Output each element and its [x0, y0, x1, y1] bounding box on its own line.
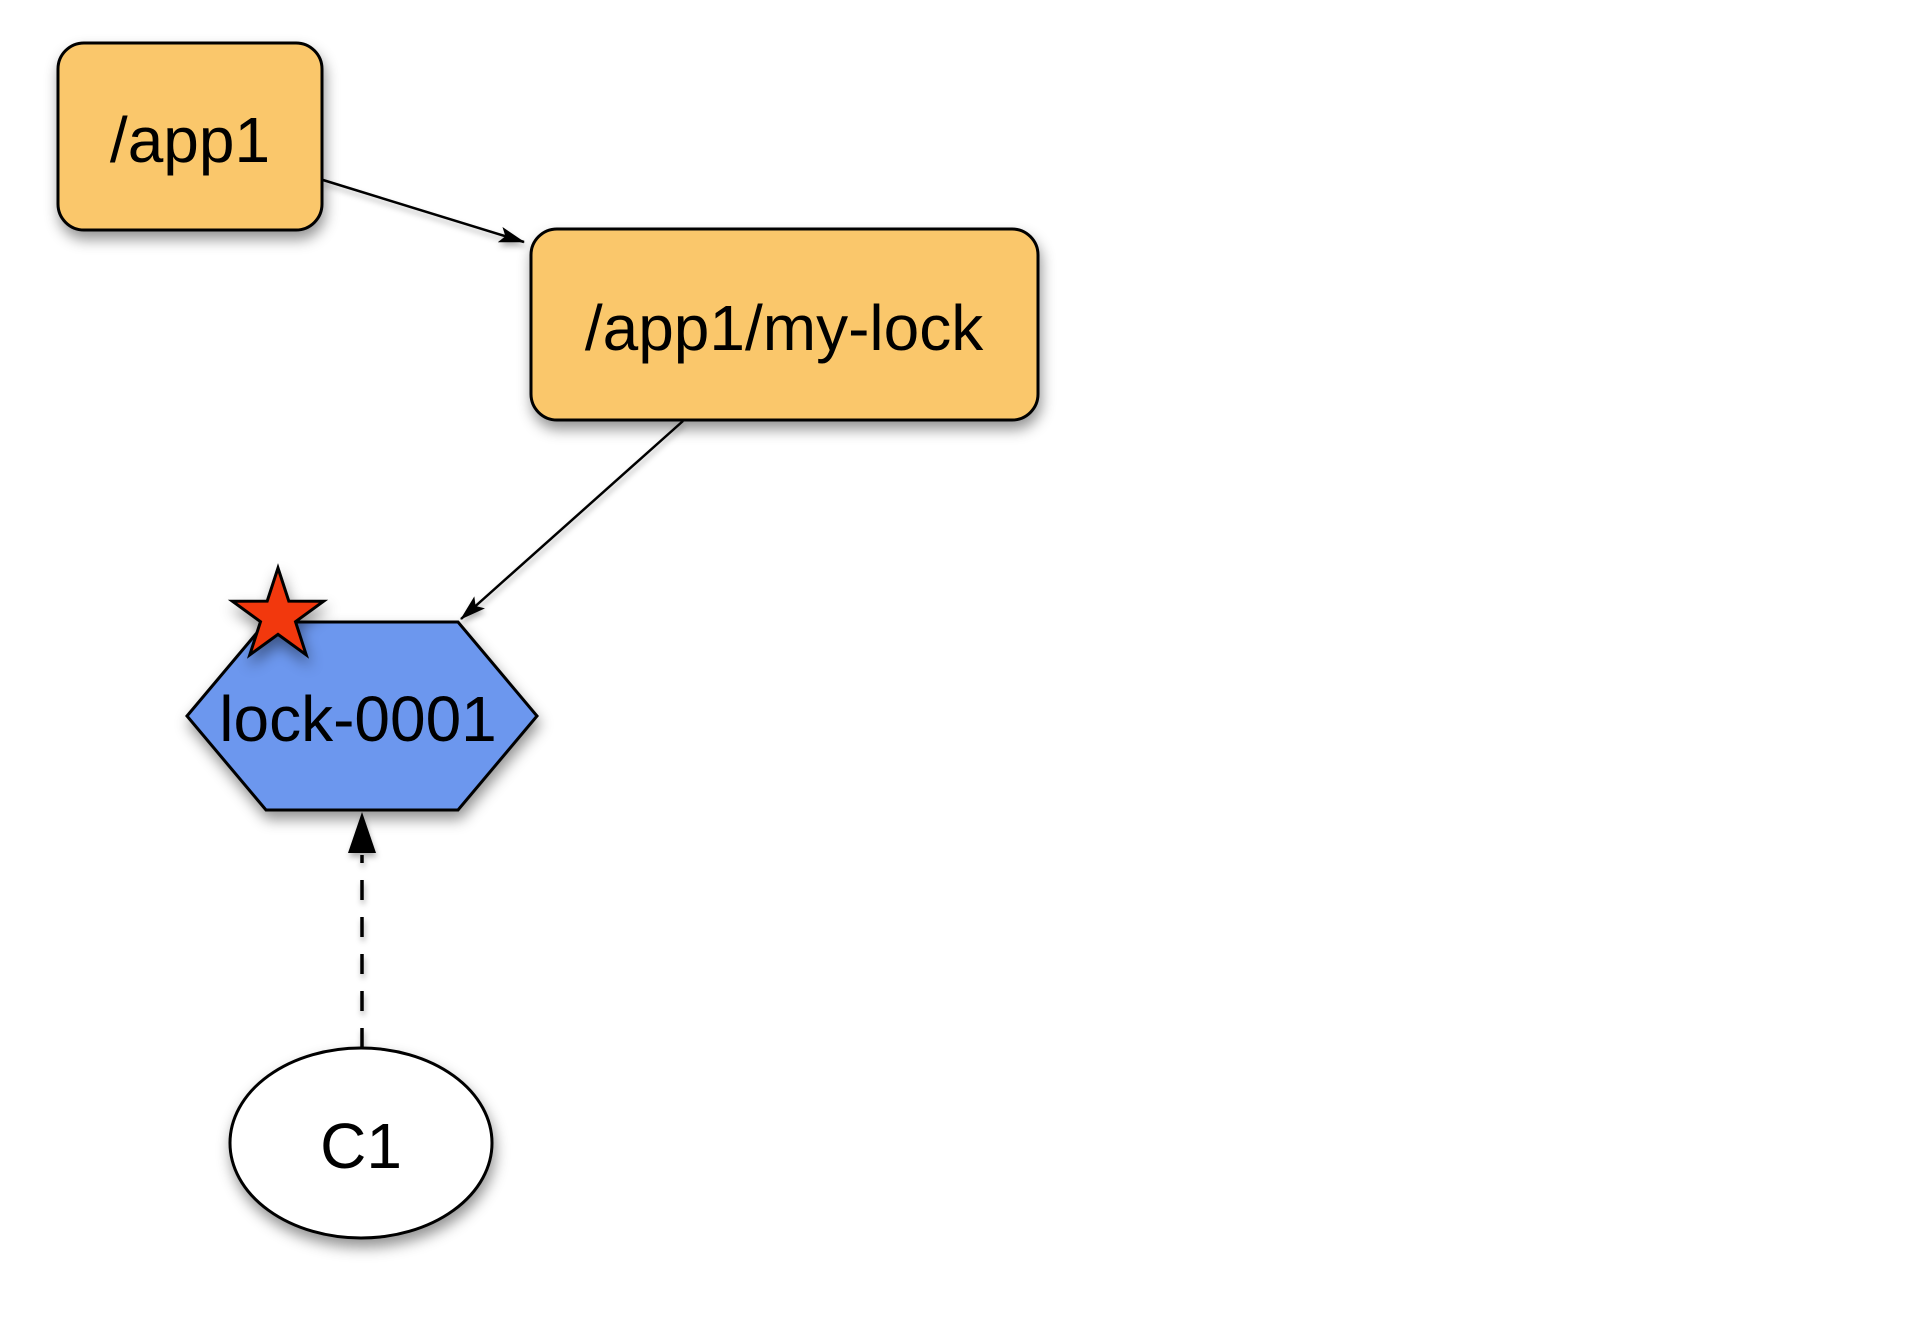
node-my-lock-label: /app1/my-lock: [585, 292, 984, 364]
node-c1-ellipse: [228, 1046, 494, 1240]
node-app1-box: [56, 41, 324, 232]
node-my-lock-box: [529, 227, 1040, 422]
edge-app1-to-mylock: [322, 178, 525, 244]
arrowhead-up-icon: [348, 812, 376, 853]
node-lock-0001: lock-0001: [185, 620, 539, 812]
edge-mylock-to-lock0001: [460, 420, 684, 620]
node-lock-0001-label: lock-0001: [219, 683, 497, 755]
node-c1: C1: [228, 1046, 494, 1240]
node-app1: /app1: [56, 41, 324, 232]
star-icon: [227, 563, 329, 659]
edge-c1-to-lock0001: [348, 812, 376, 1048]
node-c1-label: C1: [320, 1110, 402, 1182]
node-app1-label: /app1: [110, 104, 270, 176]
node-my-lock: /app1/my-lock: [529, 227, 1040, 422]
